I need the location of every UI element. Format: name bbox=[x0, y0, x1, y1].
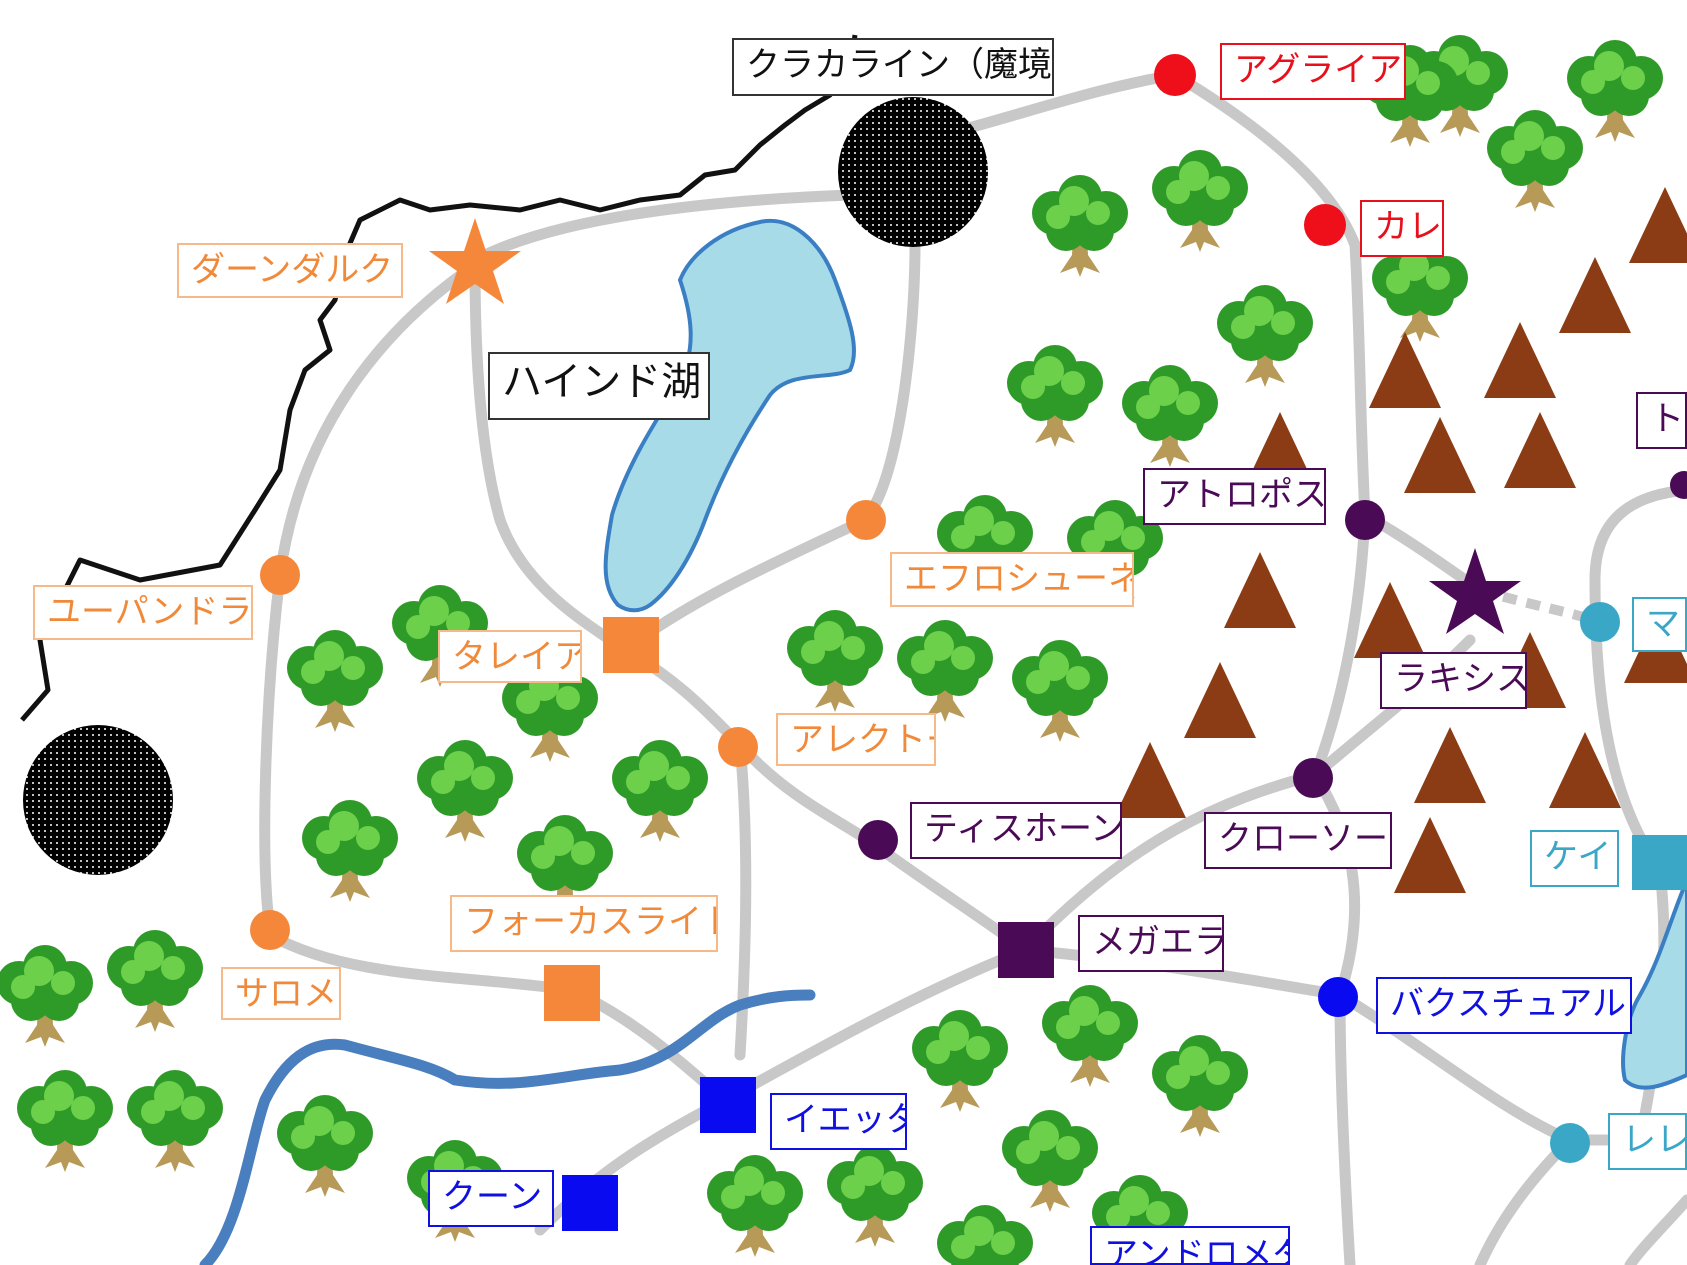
label-yupandora[interactable]: ユーパンドラ bbox=[33, 585, 253, 640]
salome-marker[interactable] bbox=[250, 910, 290, 950]
tisiphone-marker[interactable] bbox=[858, 820, 898, 860]
label-focuslight[interactable]: フォーカスライト bbox=[450, 895, 718, 952]
clotho-marker[interactable] bbox=[1293, 758, 1333, 798]
label-alecto[interactable]: アレクトー bbox=[776, 713, 936, 766]
rere-marker[interactable] bbox=[1550, 1123, 1590, 1163]
label-megaera[interactable]: メガエラ bbox=[1078, 915, 1224, 972]
label-agraia[interactable]: アグライア bbox=[1220, 43, 1406, 100]
haind-lake-water bbox=[603, 218, 857, 613]
label-rere-partial[interactable]: レレ bbox=[1608, 1113, 1687, 1170]
label-darndark[interactable]: ダーンダルク bbox=[177, 243, 403, 298]
label-tisiphone[interactable]: ティスホーン bbox=[910, 802, 1122, 859]
label-andromeda-partial[interactable]: アンドロメダ bbox=[1090, 1226, 1290, 1265]
west-portal[interactable] bbox=[23, 725, 173, 875]
label-ietta[interactable]: イエッタ bbox=[770, 1093, 907, 1150]
focuslight-marker[interactable] bbox=[544, 965, 600, 1021]
edge-purple-marker[interactable] bbox=[1670, 471, 1687, 499]
label-clotho[interactable]: クローソー bbox=[1204, 812, 1392, 869]
alecto-marker[interactable] bbox=[718, 727, 758, 767]
label-kei[interactable]: ケイ bbox=[1530, 830, 1619, 887]
label-kuun[interactable]: クーン bbox=[428, 1170, 554, 1227]
kuun-marker[interactable] bbox=[562, 1175, 618, 1231]
label-haind-lake[interactable]: ハインド湖 bbox=[488, 352, 710, 420]
east-lake-water bbox=[1621, 879, 1687, 1090]
efroshune-marker[interactable] bbox=[846, 500, 886, 540]
kurakaline-portal[interactable] bbox=[838, 97, 988, 247]
border-line bbox=[20, 34, 858, 722]
mark-marker[interactable] bbox=[1580, 602, 1620, 642]
kei-marker[interactable] bbox=[1632, 835, 1687, 890]
megaera-marker[interactable] bbox=[998, 922, 1054, 978]
atropos-marker[interactable] bbox=[1345, 500, 1385, 540]
label-lachesis[interactable]: ラキシス bbox=[1380, 652, 1527, 709]
kare-marker[interactable] bbox=[1304, 204, 1346, 246]
label-taleia[interactable]: タレイア bbox=[438, 630, 582, 683]
label-atropos[interactable]: アトロポス bbox=[1143, 468, 1326, 525]
label-efroshune[interactable]: エフロシューネ bbox=[890, 552, 1134, 607]
label-kurakaline[interactable]: クラカライン（魔境） bbox=[732, 38, 1054, 96]
label-mark-partial[interactable]: マ bbox=[1632, 597, 1687, 652]
bakuschual-marker[interactable] bbox=[1318, 977, 1358, 1017]
river bbox=[199, 989, 816, 1265]
label-salome[interactable]: サロメ bbox=[221, 967, 341, 1020]
darndark-star[interactable] bbox=[429, 218, 521, 304]
label-bakuschual[interactable]: バクスチュアル bbox=[1376, 977, 1632, 1034]
label-to-partial[interactable]: ト bbox=[1636, 392, 1687, 449]
taleia-marker[interactable] bbox=[603, 617, 659, 673]
label-kare[interactable]: カレ bbox=[1360, 200, 1444, 257]
yupandora-marker[interactable] bbox=[260, 555, 300, 595]
ietta-marker[interactable] bbox=[700, 1077, 756, 1133]
lachesis-star[interactable] bbox=[1429, 548, 1521, 634]
agraia-marker[interactable] bbox=[1154, 54, 1196, 96]
